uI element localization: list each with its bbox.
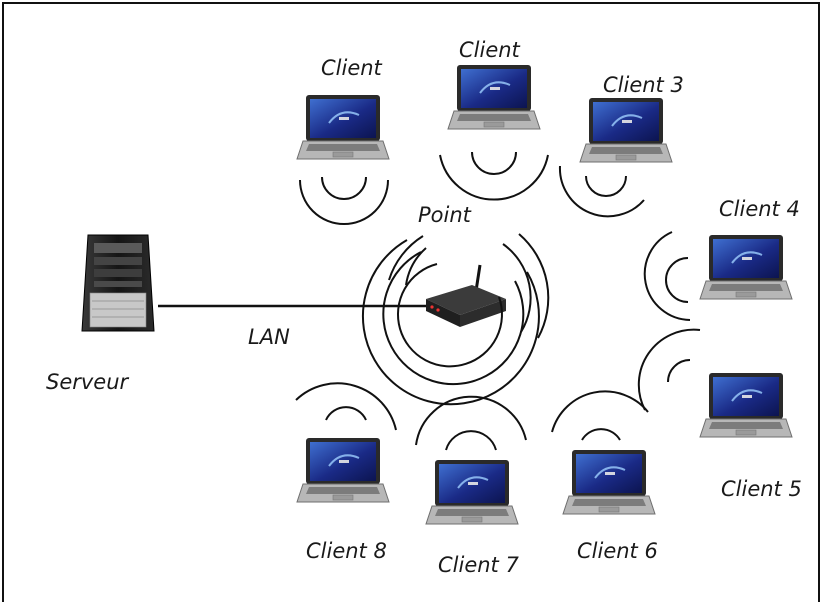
- server-icon: [81, 234, 155, 332]
- client-laptop-icon: [425, 459, 519, 525]
- client-laptop-icon: [579, 97, 673, 163]
- client-3-label: Client 3: [603, 73, 684, 97]
- lan-label: LAN: [248, 325, 290, 349]
- client-laptop-icon: [699, 234, 793, 300]
- client-laptop-icon: [699, 372, 793, 438]
- client-2-label: Client: [459, 38, 520, 62]
- client-signal-waves: [295, 151, 701, 451]
- server-label: Serveur: [46, 370, 129, 394]
- client-laptop-icon: [296, 437, 390, 503]
- client-laptop-icon: [296, 94, 390, 160]
- client-4-label: Client 4: [719, 197, 800, 221]
- client-8-label: Client 8: [306, 539, 387, 563]
- client-laptop-icon: [447, 64, 541, 130]
- client-1-label: Client: [321, 56, 382, 80]
- router-icon: [426, 264, 506, 327]
- client-6-label: Client 6: [577, 539, 658, 563]
- client-5-label: Client 5: [721, 477, 802, 501]
- router-signal-waves: [361, 233, 550, 406]
- client-laptop-icon: [562, 449, 656, 515]
- access-point-label: Point: [418, 203, 471, 227]
- client-7-label: Client 7: [438, 553, 519, 577]
